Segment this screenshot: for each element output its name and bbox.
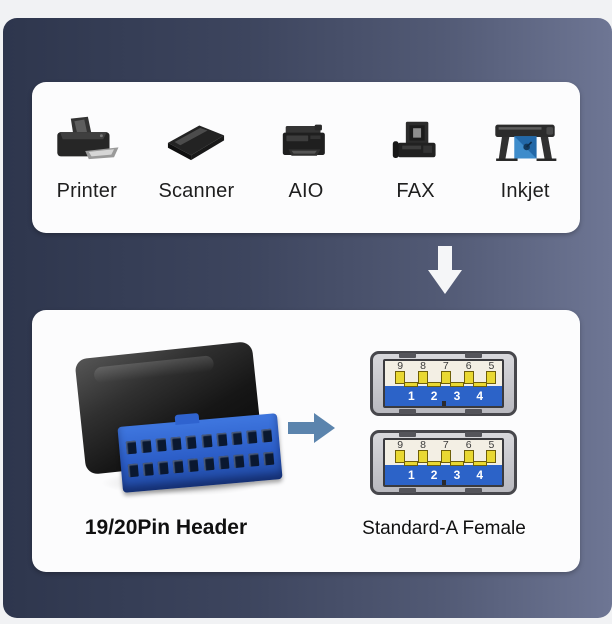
device-printer: Printer bbox=[32, 104, 142, 203]
usb-pin bbox=[440, 450, 451, 463]
pin-number: 7 bbox=[442, 360, 449, 372]
pin-number: 8 bbox=[420, 439, 426, 451]
device-label: FAX bbox=[396, 180, 435, 202]
usb-connector-label: Standard-A Female bbox=[362, 518, 526, 539]
background-panel: Printer Scanner bbox=[3, 18, 612, 618]
pin-number: 9 bbox=[397, 439, 404, 451]
usb-contact bbox=[449, 382, 464, 387]
pin-number: 3 bbox=[453, 389, 461, 403]
usb-center-notch bbox=[441, 480, 446, 485]
usb-contact bbox=[449, 461, 464, 466]
fax-icon bbox=[387, 104, 445, 170]
pin-number: 5 bbox=[488, 439, 495, 451]
socket-pin-row bbox=[125, 428, 273, 455]
device-aio: AIO bbox=[251, 104, 361, 203]
usb-ports: 9 8 7 6 5 1 bbox=[370, 351, 517, 509]
usb-cavity: 9 8 7 6 5 1 bbox=[383, 359, 504, 408]
usb-pin bbox=[395, 450, 406, 463]
usb-pin bbox=[463, 450, 474, 463]
usb-contact bbox=[427, 461, 442, 466]
usb-contact bbox=[472, 382, 487, 387]
pin-number: 6 bbox=[465, 360, 472, 372]
usb-center-notch bbox=[441, 401, 446, 406]
devices-card: Printer Scanner bbox=[32, 82, 580, 233]
pin-number: 2 bbox=[430, 389, 438, 403]
pin-number: 9 bbox=[397, 360, 404, 372]
printer-icon bbox=[51, 104, 123, 170]
usb-contact bbox=[472, 461, 487, 466]
usb-contact bbox=[427, 382, 442, 387]
usb-contact bbox=[404, 382, 419, 387]
device-label: Printer bbox=[56, 180, 117, 202]
socket-pin-row bbox=[127, 451, 275, 478]
pin-number: 4 bbox=[476, 468, 484, 482]
usb-pin bbox=[463, 371, 474, 384]
connector-key-tab bbox=[174, 412, 200, 426]
connector-socket bbox=[117, 412, 283, 493]
usb-cavity: 9 8 7 6 5 1 bbox=[383, 438, 504, 487]
pin-number: 5 bbox=[488, 360, 495, 372]
header-connector-label: 19/20Pin Header bbox=[84, 516, 248, 539]
pin-number: 6 bbox=[465, 439, 472, 451]
usb-pin bbox=[418, 450, 429, 463]
pin-number: 2 bbox=[430, 468, 438, 482]
inkjet-icon bbox=[492, 104, 558, 170]
right-arrow-icon bbox=[288, 413, 335, 448]
usb-tongue bbox=[385, 465, 502, 485]
pin-number: 4 bbox=[476, 389, 484, 403]
pin-number: 1 bbox=[407, 468, 415, 482]
aio-icon bbox=[277, 104, 335, 170]
usb-pin bbox=[486, 371, 497, 384]
header-connector-image bbox=[70, 338, 300, 508]
usb-pin bbox=[486, 450, 497, 463]
usb-tongue bbox=[385, 386, 502, 406]
pin-number: 7 bbox=[442, 439, 449, 451]
device-label: Scanner bbox=[158, 180, 235, 202]
usb-pin bbox=[395, 371, 406, 384]
device-fax: FAX bbox=[361, 104, 471, 203]
usb-port-diagram: 9 8 7 6 5 1 bbox=[370, 351, 517, 416]
pin-number: 3 bbox=[453, 468, 461, 482]
device-inkjet: Inkjet bbox=[470, 104, 580, 203]
scanner-icon bbox=[163, 104, 229, 170]
adapter-card: 9 8 7 6 5 1 bbox=[32, 310, 580, 572]
usb-pin bbox=[418, 371, 429, 384]
pin-number: 8 bbox=[420, 360, 426, 372]
usb-contact bbox=[404, 461, 419, 466]
device-label: AIO bbox=[288, 180, 324, 202]
usb-port-diagram: 9 8 7 6 5 1 bbox=[370, 430, 517, 495]
usb-pin bbox=[440, 371, 451, 384]
pin-number: 1 bbox=[407, 389, 415, 403]
device-scanner: Scanner bbox=[142, 104, 252, 203]
device-label: Inkjet bbox=[500, 180, 550, 202]
down-arrow-icon bbox=[428, 246, 462, 299]
